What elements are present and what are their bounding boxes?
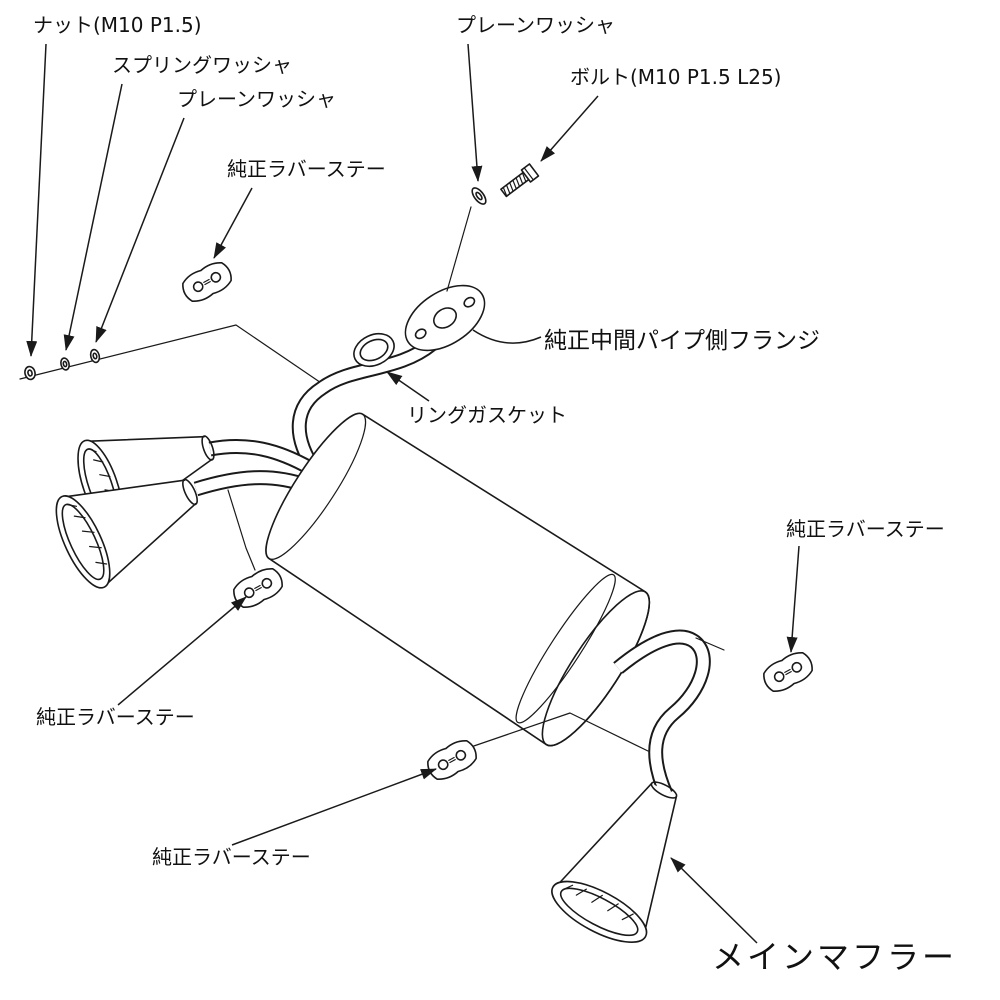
tip-hatching <box>67 504 108 565</box>
label-nut: ナット(M10 P1.5) <box>33 13 202 37</box>
label-plain-washer-top: プレーンワッシャ <box>456 13 615 37</box>
spring-washer-part <box>60 357 70 371</box>
arrow-bolt <box>540 95 599 162</box>
arrow-stay-bottom <box>231 768 437 846</box>
arrow-nut <box>26 43 47 357</box>
bolt-part <box>500 163 540 198</box>
label-bolt: ボルト(M10 P1.5 L25) <box>570 65 781 89</box>
label-main-muffler: メインマフラー <box>712 938 957 976</box>
arrow-stay-left <box>117 596 247 706</box>
main-muffler-body <box>265 412 651 747</box>
arrow-plain-washer-left <box>95 117 185 343</box>
nut-part <box>24 365 36 381</box>
label-plain-washer-left: プレーンワッシャ <box>177 87 336 111</box>
rubber-stay-bottom <box>422 735 482 785</box>
label-stay-left: 純正ラバーステー <box>36 705 195 729</box>
hanger-rod-right <box>695 637 725 651</box>
tip-hatching <box>562 884 634 921</box>
ring-gasket-part <box>353 332 395 368</box>
arrow-spring-washer <box>63 83 123 351</box>
arrow-plain-washer-top <box>467 43 483 182</box>
plain-washer-left-part <box>89 348 101 364</box>
hanger-rod-left <box>227 489 256 571</box>
leader-flange <box>472 329 542 344</box>
label-spring-washer: スプリングワッシャ <box>112 53 292 77</box>
label-stay-top: 純正ラバーステー <box>227 157 386 181</box>
flange <box>404 284 486 352</box>
label-flange: 純正中間パイプ側フランジ <box>544 328 820 354</box>
rubber-stay-left <box>228 563 288 613</box>
label-stay-bottom: 純正ラバーステー <box>152 845 311 869</box>
hanger-bolt-axis-line <box>19 324 331 390</box>
label-stay-right: 純正ラバーステー <box>786 517 945 541</box>
hanger-rod-bottom <box>467 712 649 752</box>
arrow-stay-top <box>213 187 253 259</box>
label-ring-gasket: リングガスケット <box>407 403 567 427</box>
bolt-axis-line <box>446 206 472 292</box>
arrow-ring-gasket <box>386 371 430 402</box>
arrow-stay-right <box>786 545 800 653</box>
right-tail-tip <box>551 781 678 943</box>
front-pipe <box>291 338 437 475</box>
rubber-stay-right <box>758 647 818 697</box>
tail-pipe <box>613 629 711 798</box>
arrow-main-muffler <box>670 857 758 944</box>
plain-washer-top-part <box>471 187 487 205</box>
left-tail-tip-lower <box>55 478 198 589</box>
rubber-stay-top <box>177 257 237 307</box>
